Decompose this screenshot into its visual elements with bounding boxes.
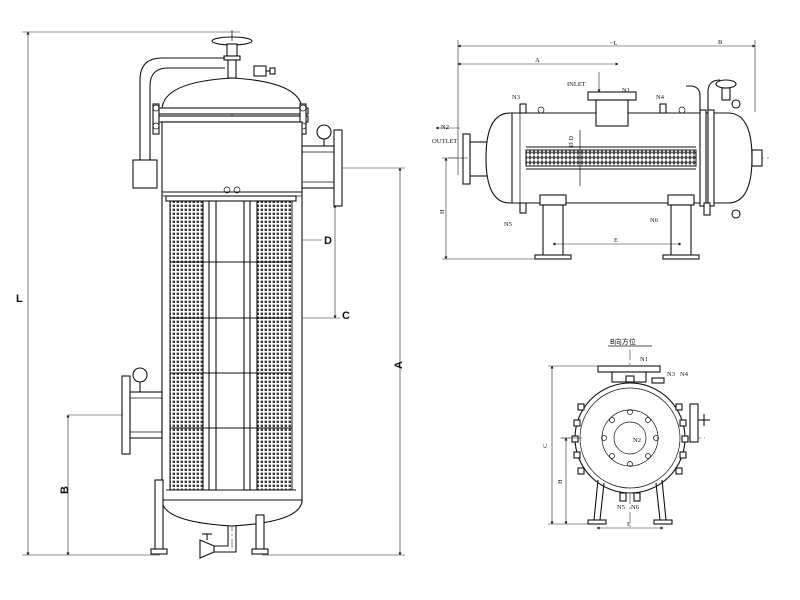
side-diameter-label: Ø D [568,136,575,147]
end-bolt-ring [571,403,689,475]
side-dim-E-label: E [614,237,618,244]
end-N3-label-top: N3 [667,371,675,378]
end-N4-label: N4 [680,371,689,378]
dim-C-label: C [342,310,350,322]
end-N2-label: N2 [633,437,641,444]
side-N4-label: N4 [656,94,665,101]
side-dim-A-label: A [535,57,540,64]
side-N6-label: N6 [650,217,659,224]
side-N5-label: N5 [504,221,512,228]
side-view: ~L B A N2 OUTLET INLET N1 Ø D [432,39,770,260]
side-dim-L-label: ~L [610,40,618,47]
filter-baskets [165,186,297,491]
end-dim-C-label: C [542,444,549,448]
side-N3-label: N3 [512,94,520,101]
end-N1-label: N1 [640,356,648,363]
end-dim-H-label: H [557,479,564,484]
side-dim-B-label: B [718,39,723,46]
side-dim-H-label: H [439,209,446,214]
side-N2-label: N2 [441,124,449,131]
front-view: L B A C D [16,30,405,559]
end-view-title: B向方位 [610,337,636,346]
side-outlet-label: OUTLET [432,138,457,145]
dim-D-label: D [324,235,332,247]
end-N6-label: N6 [631,504,640,511]
end-dim-F-label: F [627,521,631,528]
side-inlet-label: INLET [567,81,586,88]
dim-A-label: A [393,361,405,369]
dim-B-label: B [59,486,71,494]
dim-L-label: L [16,293,23,305]
end-N5-label: N5 [617,504,625,511]
end-view: B向方位 N1 N3 N4 [542,337,710,530]
side-N1-label: N1 [622,87,630,94]
